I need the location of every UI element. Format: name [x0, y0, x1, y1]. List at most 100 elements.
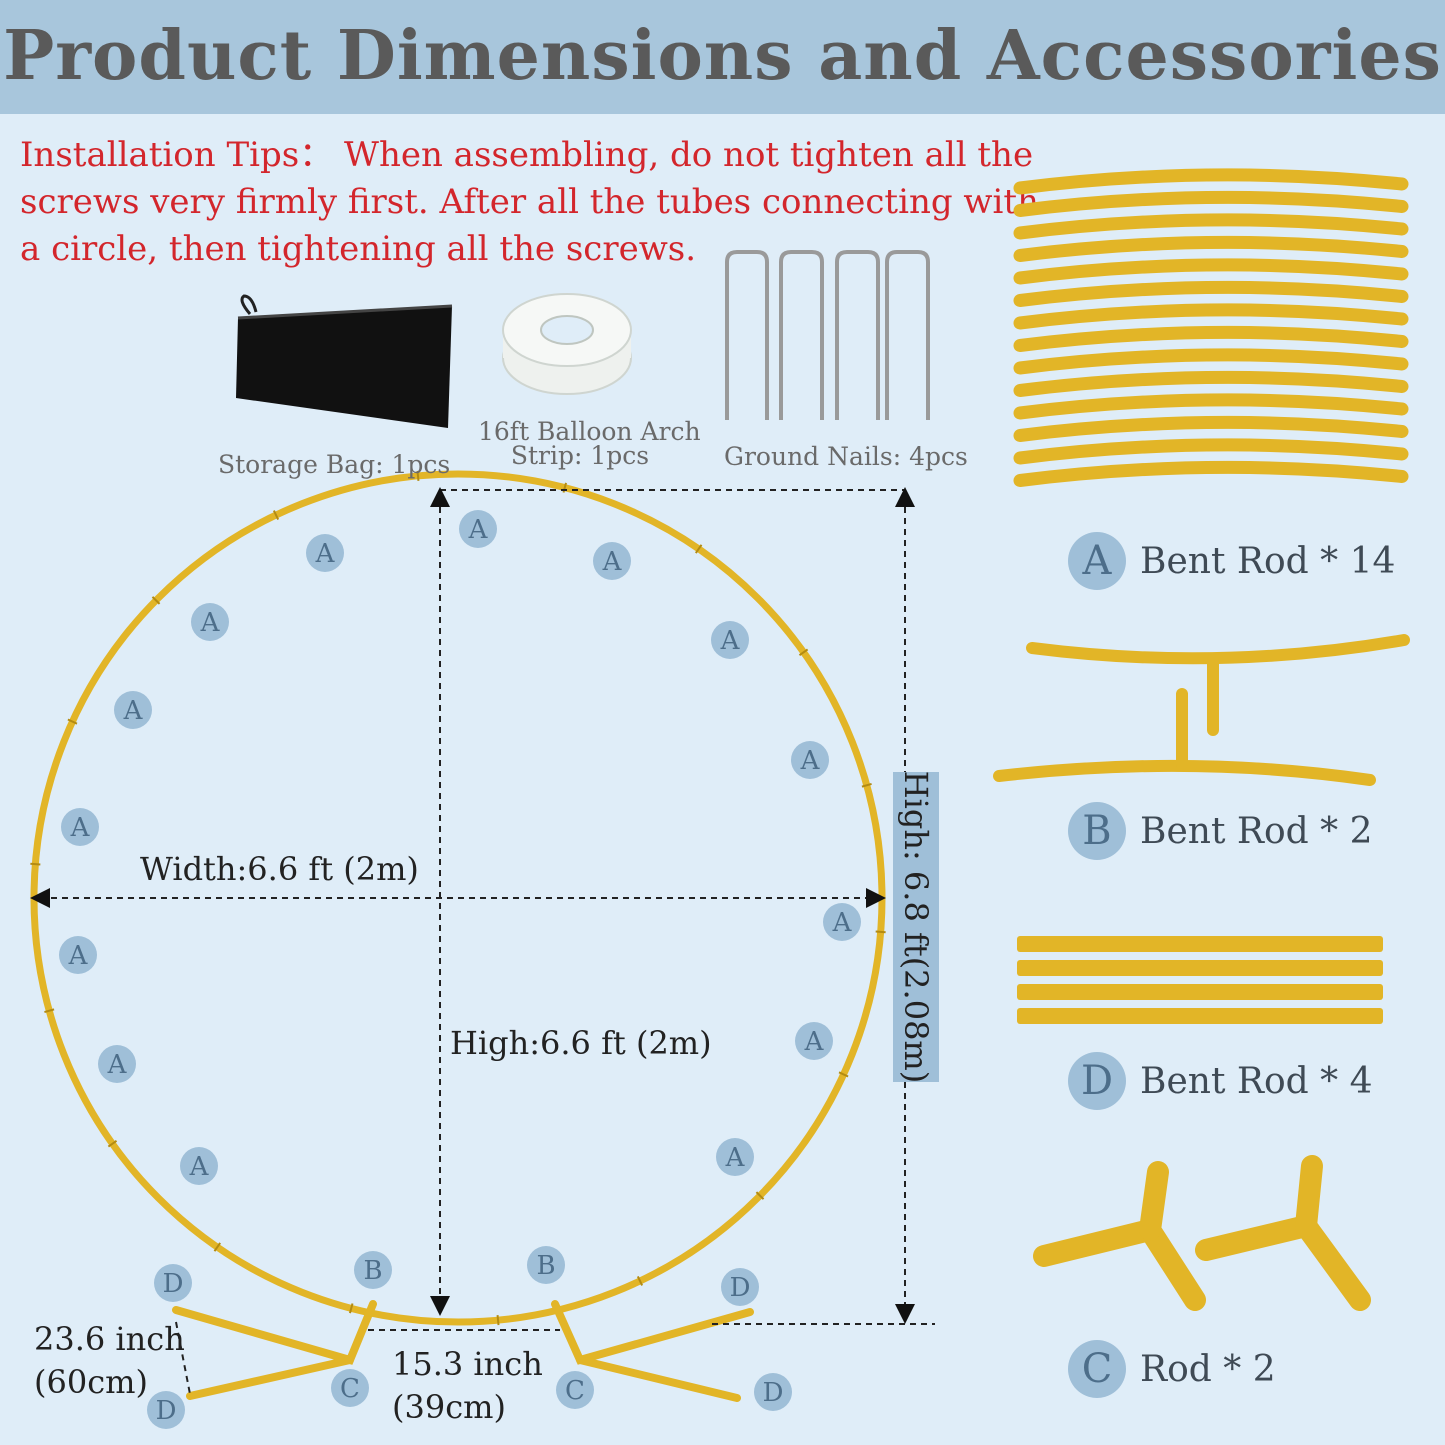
bent-rod-a [1013, 325, 1409, 352]
bent-rod-a [1013, 415, 1409, 442]
rod-seam [67, 718, 78, 725]
svg-text:A: A [804, 1027, 825, 1057]
part-marker-a: A [593, 542, 631, 580]
svg-text:A: A [720, 626, 741, 656]
tips-line-1: Installation Tips： When assembling, do n… [20, 135, 1034, 175]
rod-seam [861, 782, 872, 788]
part-marker-a: A [791, 741, 829, 779]
rod-seam [798, 648, 809, 656]
bent-rod-a [1013, 213, 1409, 240]
svg-text:A: A [189, 1152, 210, 1182]
svg-text:A: A [200, 608, 221, 638]
part-b-badge: B [1068, 802, 1126, 860]
svg-text:A: A [70, 813, 91, 843]
rod-seam [875, 930, 886, 934]
rod-seam [695, 544, 703, 554]
bent-rod-d-image [1017, 936, 1383, 1024]
svg-text:A: A [832, 908, 853, 938]
base-width-line-2: (39cm) [392, 1388, 506, 1426]
part-marker-d: D [721, 1268, 759, 1306]
part-marker-a: A [98, 1045, 136, 1083]
part-marker-a: A [459, 510, 497, 548]
part-marker-b: B [354, 1251, 392, 1289]
part-marker-d: D [754, 1373, 792, 1411]
base-width-label: 15.3 inch (39cm) [392, 1343, 543, 1429]
part-b-legend: B Bent Rod * 2 [1068, 802, 1372, 860]
balloon-strip-label: 16ft Balloon Arch Strip: 1pcs [478, 417, 701, 470]
rod-seam [416, 470, 420, 481]
part-marker-a: A [180, 1147, 218, 1185]
tips-line-2: screws very firmly first. After all the … [20, 182, 1039, 222]
rod-seam [44, 1008, 55, 1014]
svg-text:A: A [107, 1050, 128, 1080]
storage-bag-label: Storage Bag: 1pcs [218, 450, 451, 479]
rod-seam [272, 510, 280, 520]
bent-rod-a [1013, 168, 1409, 195]
part-a-badge: A [1068, 532, 1126, 590]
rod-seam [496, 1315, 500, 1326]
svg-text:C: C [340, 1374, 360, 1404]
part-c-legend: C Rod * 2 [1068, 1340, 1276, 1398]
rod-seam [30, 862, 41, 866]
svg-text:A: A [68, 941, 89, 971]
ground-nails-label: Ground Nails: 4pcs [724, 442, 968, 471]
svg-text:D: D [163, 1269, 184, 1299]
part-d-label: Bent Rod * 4 [1140, 1060, 1373, 1102]
leg-length-line-2: (60cm) [34, 1363, 148, 1401]
part-d-legend: D Bent Rod * 4 [1068, 1052, 1372, 1110]
part-c-label: Rod * 2 [1140, 1348, 1276, 1390]
part-d-badge: D [1068, 1052, 1126, 1110]
page-title: Product Dimensions and Accessories [3, 16, 1442, 96]
bent-rod-a [1013, 438, 1409, 465]
part-a-label: Bent Rod * 14 [1140, 540, 1396, 582]
rod-seam [636, 1276, 644, 1286]
bent-rod-a [1013, 235, 1409, 262]
svg-text:A: A [602, 547, 623, 577]
bent-rod-a-stack [1013, 168, 1409, 487]
svg-text:A: A [315, 539, 336, 569]
part-marker-a: A [823, 903, 861, 941]
dimension-guides [40, 489, 935, 1395]
part-b-label: Bent Rod * 2 [1140, 810, 1373, 852]
circle-seams [30, 470, 886, 1326]
total-height-label: High: 6.8 ft(2.08m) [897, 770, 935, 1084]
part-marker-c: C [331, 1369, 369, 1407]
part-marker-c: C [556, 1371, 594, 1409]
part-marker-a: A [191, 603, 229, 641]
svg-text:A: A [468, 515, 489, 545]
part-marker-a: A [716, 1138, 754, 1176]
svg-text:A: A [800, 746, 821, 776]
part-marker-a: A [114, 691, 152, 729]
bent-rod-a [1013, 348, 1409, 375]
bent-rod-a [1013, 370, 1409, 397]
svg-text:D: D [156, 1396, 177, 1426]
balloon-strip-label-line-2: Strip: 1pcs [510, 441, 650, 470]
svg-text:B: B [363, 1256, 382, 1286]
part-marker-d: D [147, 1391, 185, 1429]
rod-seam [151, 596, 161, 605]
svg-text:A: A [725, 1143, 746, 1173]
ground-nails-image [725, 250, 930, 420]
part-marker-a: A [711, 621, 749, 659]
part-markers: A A A A A A A A A A A A A A B B C C D D D D [59, 510, 861, 1429]
bent-rod-a [1013, 280, 1409, 307]
bent-rod-a [1013, 190, 1409, 217]
installation-tips: Installation Tips： When assembling, do n… [20, 132, 1039, 273]
part-c-badge: C [1068, 1340, 1126, 1398]
part-marker-a: A [59, 936, 97, 974]
balloon-strip-label-line-1: 16ft Balloon Arch [478, 417, 701, 446]
bent-rod-a [1013, 258, 1409, 285]
rod-c-image [1033, 1155, 1371, 1311]
svg-text:A: A [123, 696, 144, 726]
part-marker-d: D [154, 1264, 192, 1302]
svg-text:D: D [730, 1273, 751, 1303]
svg-text:C: C [565, 1376, 585, 1406]
part-marker-a: A [795, 1022, 833, 1060]
balloon-strip-image [502, 293, 632, 395]
part-marker-b: B [527, 1246, 565, 1284]
bent-rod-a [1013, 393, 1409, 420]
storage-bag-image [236, 294, 453, 428]
rod-seam [755, 1191, 765, 1200]
leg-length-line-1: 23.6 inch [34, 1320, 185, 1358]
